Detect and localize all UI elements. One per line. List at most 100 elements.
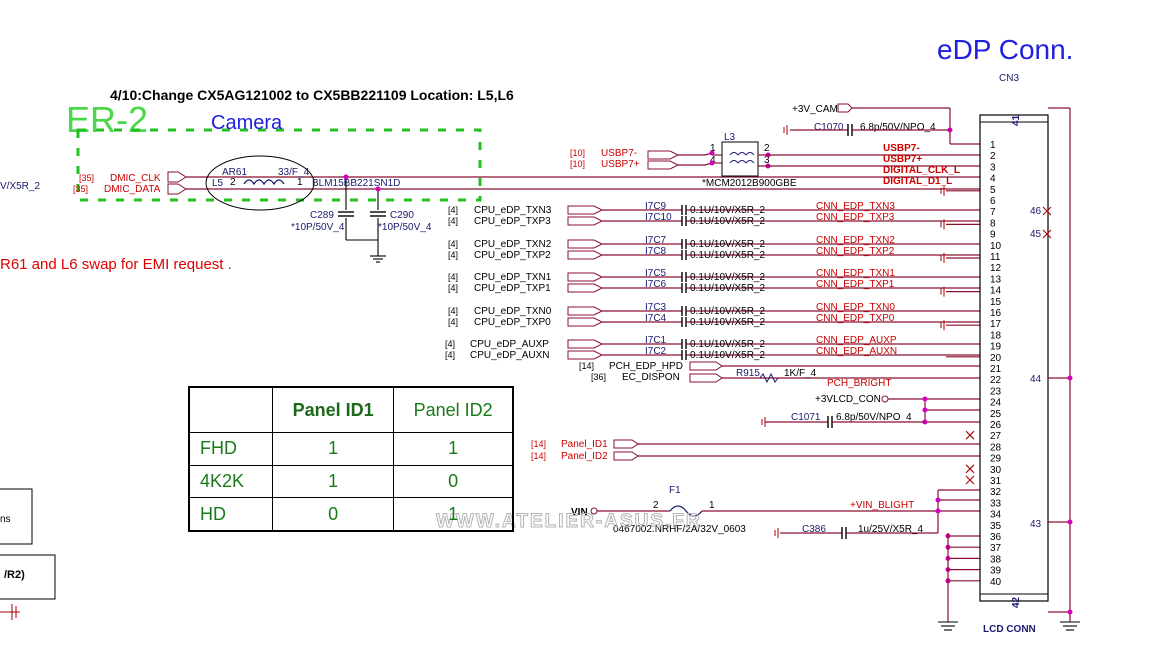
junction-dot — [343, 174, 349, 180]
lane-cap-ref: I7C1 — [645, 335, 667, 346]
lane-port-icon — [567, 283, 604, 293]
usbp7p-ref: [10] — [570, 159, 585, 169]
left-box-text-1: ns — [0, 514, 11, 525]
connector-pin-number: 19 — [990, 342, 1002, 353]
connector-pin-number: 12 — [990, 263, 1002, 274]
pch-bright-label: PCH_BRIGHT — [827, 378, 891, 389]
lane-cap-value: 0.1U/10V/X5R_2 — [690, 317, 765, 328]
l5-ref: L5 — [212, 178, 224, 189]
lane-ref: [4] — [448, 283, 458, 293]
pin-43-label: 43 — [1030, 519, 1042, 530]
usb-block: +3V_CAM C1070 6.8p/50V/NPO_4 [10] USBP7-… — [570, 103, 980, 189]
lane-cap-ref: I7C2 — [645, 346, 667, 357]
connector-pin-number: 6 — [990, 196, 996, 207]
lane-port-icon — [567, 239, 604, 249]
lane-cap-ref: I7C7 — [645, 235, 667, 246]
l3-ref: L3 — [724, 132, 736, 143]
row-id2: 0 — [393, 464, 514, 499]
table-header-id1: Panel ID1 — [271, 386, 395, 433]
connector-pin-number: 28 — [990, 442, 1002, 453]
pin-41-label: 41 — [1011, 114, 1022, 126]
connector-pin-number: 8 — [990, 218, 996, 229]
row-id2: 1 — [393, 432, 514, 466]
connector-pin-number: 33 — [990, 498, 1002, 509]
table-header-id2: Panel ID2 — [393, 386, 514, 433]
lane-cpu-net: CPU_eDP_TXP3 — [474, 216, 551, 227]
lane-ref: [4] — [448, 239, 458, 249]
lane-conn-net: CNN_EDP_TXP3 — [816, 212, 895, 223]
dmic-clk-port-icon — [167, 171, 187, 183]
lane-cap-ref: I7C9 — [645, 201, 667, 212]
connector-pin-number: 25 — [990, 409, 1002, 420]
lane-cap-value: 0.1U/10V/X5R_2 — [690, 239, 765, 250]
row-label: 4K2K — [188, 464, 273, 499]
row-label: HD — [188, 497, 273, 532]
connector-pin-number: 14 — [990, 286, 1002, 297]
connector-pin-number: 13 — [990, 274, 1002, 285]
f1-pin2: 2 — [653, 500, 659, 511]
connector-pin-number: 36 — [990, 532, 1002, 543]
lane-port-icon — [567, 306, 604, 316]
lane-conn-net: CNN_EDP_AUXP — [816, 335, 897, 346]
f1-part: 0467002.NRHF/2A/32V_0603 — [613, 524, 746, 535]
pin-44-label: 44 — [1030, 374, 1042, 385]
lane-port-icon — [567, 272, 604, 282]
lcd-rail-label: +3VLCD_CON — [815, 394, 881, 405]
connector-pin-number: 15 — [990, 297, 1002, 308]
lane-cpu-net: CPU_eDP_TXP2 — [474, 250, 551, 261]
lane-cpu-net: CPU_eDP_TXP0 — [474, 317, 551, 328]
lane-cap-value: 0.1U/10V/X5R_2 — [690, 250, 765, 261]
lane-ref: [4] — [448, 306, 458, 316]
panel-id-block: [14] Panel_ID1 [14] Panel_ID2 — [531, 439, 980, 462]
connector-pin-number: 37 — [990, 543, 1002, 554]
l3-box — [721, 141, 759, 177]
connector-pin-number: 29 — [990, 454, 1002, 465]
ground-stubs — [940, 185, 980, 584]
dmic-clk-ref: [35] — [79, 173, 94, 183]
connector-pin-number: 2 — [990, 151, 996, 162]
c289-value: *10P/50V_4 — [291, 222, 345, 233]
connector-pin-number: 16 — [990, 308, 1002, 319]
panel-id1-label: Panel_ID1 — [561, 439, 608, 450]
connector-body — [979, 114, 1049, 602]
left-box-text-2: /R2) — [4, 569, 25, 581]
connector-pin-number: 20 — [990, 353, 1002, 364]
hpd-label: PCH_EDP_HPD — [609, 361, 683, 372]
f1-ref: F1 — [669, 485, 681, 496]
dmic-data-port-icon — [167, 183, 187, 195]
lane-conn-net: CNN_EDP_TXP2 — [816, 246, 895, 257]
lane-cpu-net: CPU_eDP_TXN1 — [474, 272, 552, 283]
er-label: ER-2 — [66, 99, 148, 140]
lane-cap-value: 0.1U/10V/X5R_2 — [690, 339, 765, 350]
l5-part: BLM15BB221SN1D — [312, 178, 400, 189]
r915-ref: R915 — [736, 368, 760, 379]
connector-pin-number: 39 — [990, 566, 1002, 577]
lane-cpu-net: CPU_eDP_TXP1 — [474, 283, 551, 294]
lane-port-icon — [567, 339, 604, 349]
lane-port-icon — [567, 317, 604, 327]
change-note: 4/10:Change CX5AG121002 to CX5BB221109 L… — [110, 87, 514, 103]
connector-pin-number: 32 — [990, 487, 1002, 498]
camera-block: [35] DMIC_CLK [35] DMIC_DATA AR61 33/F_4… — [73, 155, 980, 263]
pin-net-dig-clk: DIGITAL_CLK_L — [883, 165, 960, 176]
lane-ref: [4] — [448, 205, 458, 215]
row-id1: 1 — [271, 432, 395, 466]
c289-ref: C289 — [310, 210, 334, 221]
dispon-ref: [36] — [591, 372, 606, 382]
connector-pin-number: 24 — [990, 398, 1002, 409]
cam-rail-label: +3V_CAM — [792, 104, 838, 115]
hpd-ref: [14] — [579, 361, 594, 371]
table-row: 4K2K 1 0 — [188, 464, 514, 499]
r915-value: 1K/F_4 — [784, 368, 817, 379]
row-id1: 0 — [271, 497, 395, 532]
lane-ref: [4] — [448, 216, 458, 226]
l5-pin2: 2 — [230, 177, 236, 188]
sheet-title: eDP Conn. — [937, 34, 1073, 65]
row-id1: 1 — [271, 464, 395, 499]
l3-pin3: 3 — [764, 155, 770, 166]
lane-conn-net: CNN_EDP_TXN1 — [816, 268, 895, 279]
lane-conn-net: CNN_EDP_AUXN — [816, 346, 897, 357]
